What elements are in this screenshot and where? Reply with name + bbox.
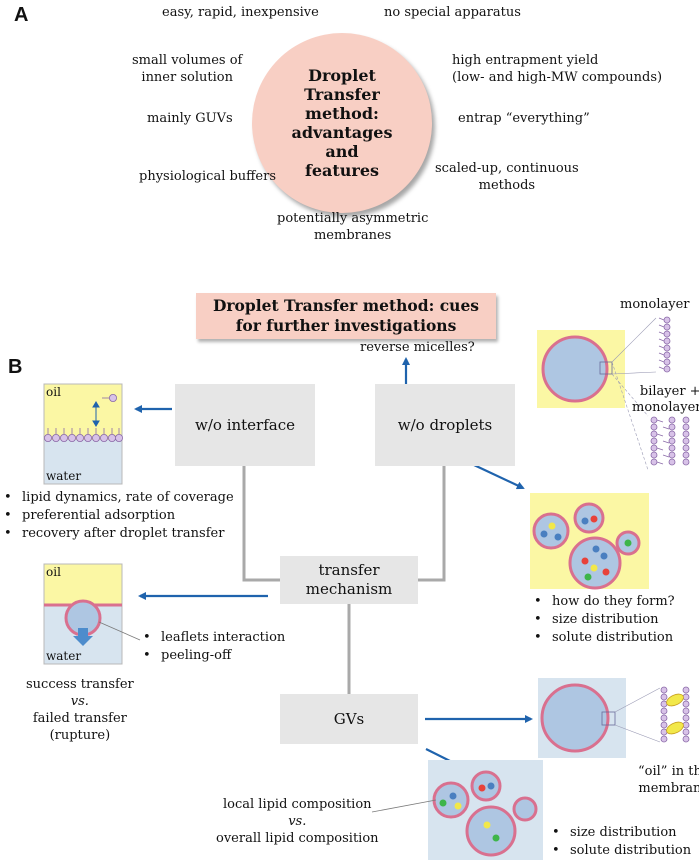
circle-line: and [325, 142, 359, 161]
monolayer-label: monolayer [620, 297, 690, 312]
list-item: size distribution [552, 824, 691, 842]
droplet-population-illustration [530, 493, 649, 590]
feature-buffers: physiological buffers [139, 169, 276, 184]
list-item: lipid dynamics, rate of coverage [4, 489, 234, 507]
list-item: size distribution [534, 611, 675, 629]
list-item: leaflets interaction [143, 629, 285, 647]
feature-apparatus: no special apparatus [384, 5, 521, 20]
arrow-to-droplets [473, 464, 525, 490]
gv-illustration [538, 678, 690, 758]
list-item: peeling-off [143, 647, 285, 665]
feature-everything: entrap “everything” [458, 111, 590, 126]
bilayer-label: bilayer + monolayer? [632, 384, 699, 415]
feature-small-volumes: small volumes of inner solution [132, 53, 243, 85]
gv-population-illustration [371, 760, 543, 860]
feature-easy: easy, rapid, inexpensive [162, 5, 319, 20]
monolayer-droplet-illustration [537, 316, 690, 471]
oil-membrane-label: “oil” in the membrane [638, 764, 699, 796]
gv-bullet-list: size distribution solute distribution [552, 824, 691, 860]
droplet-bullet-list: how do they form? size distribution solu… [534, 593, 675, 647]
water-label-mechanism: water [46, 649, 82, 663]
box-wo-interface: w/o interface [175, 384, 315, 466]
interface-illustration [43, 383, 124, 485]
feature-asymmetric: potentially asymmetric membranes [277, 211, 429, 243]
circle-line: features [304, 161, 380, 180]
advantages-circle: Droplet Transfer method: advantages and … [252, 33, 432, 213]
box-gvs: GVs [280, 694, 418, 744]
list-item: preferential adsorption [4, 507, 234, 525]
mechanism-bullet-list: leaflets interaction peeling-off [143, 629, 285, 665]
list-item: solute distribution [534, 629, 675, 647]
oil-label-mechanism: oil [46, 565, 61, 579]
success-failed-label: success transfer vs. failed transfer (ru… [26, 677, 134, 743]
box-transfer-mechanism: transfer mechanism [280, 556, 418, 604]
interface-bullet-list: lipid dynamics, rate of coverage prefere… [4, 489, 234, 543]
reverse-micelles-label: reverse micelles? [360, 340, 475, 355]
list-item: solute distribution [552, 842, 691, 860]
oil-label-interface: oil [46, 385, 61, 399]
water-label-interface: water [46, 469, 82, 483]
mechanism-illustration [43, 563, 141, 665]
feature-entrapment: high entrapment yield (low- and high-MW … [452, 53, 663, 85]
panel-letter-b: B [8, 356, 23, 378]
connector-lines [242, 466, 446, 694]
box-wo-droplets: w/o droplets [375, 384, 515, 466]
list-item: how do they form? [534, 593, 675, 611]
lipid-composition-label: local lipid composition vs. overall lipi… [216, 797, 379, 846]
cues-title-box: Droplet Transfer method: cues for furthe… [196, 293, 496, 339]
circle-line: advantages [291, 123, 393, 142]
list-item: recovery after droplet transfer [4, 525, 234, 543]
feature-scaled: scaled-up, continuous methods [435, 161, 579, 193]
panel-letter-a: A [14, 4, 29, 26]
feature-guvs: mainly GUVs [147, 111, 233, 126]
circle-line: method: [305, 104, 379, 123]
circle-line: Droplet [308, 66, 376, 85]
circle-line: Transfer [304, 85, 380, 104]
